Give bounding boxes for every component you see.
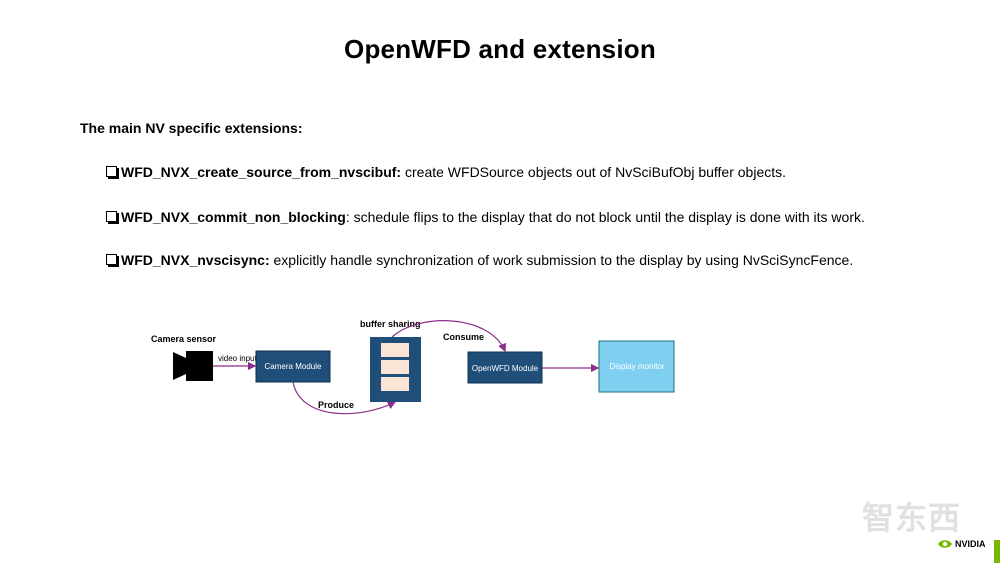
openwfd-module-label: OpenWFD Module [472, 364, 539, 373]
consume-arrow [391, 320, 507, 353]
nvidia-logo: NVIDIA [937, 537, 986, 551]
watermark: 智东西 [862, 499, 962, 537]
produce-label: Produce [318, 400, 354, 410]
produce-arrow [292, 381, 397, 415]
slide-title: OpenWFD and extension [344, 34, 656, 64]
camera-icon [173, 351, 213, 381]
buffer-sharing-label: buffer sharing [360, 319, 421, 329]
camera-sensor-label: Camera sensor [151, 334, 217, 344]
bullet-item: WFD_NVX_nvscisync: explicitly handle syn… [106, 252, 853, 268]
consume-label: Consume [443, 332, 484, 342]
brand-accent-bar [994, 540, 1000, 563]
openwfd-module-box: OpenWFD Module [467, 351, 543, 384]
checkbox-bullet-icon [106, 166, 117, 177]
extension-description: : schedule flips to the display that do … [345, 209, 865, 225]
bullet-item: WFD_NVX_commit_non_blocking: schedule fl… [106, 209, 865, 225]
checkbox-bullet-icon [106, 211, 117, 222]
video-input-label: video input [218, 354, 257, 363]
display-monitor-label: Display monitor [609, 362, 664, 371]
extension-name: WFD_NVX_create_source_from_nvscibuf: [121, 164, 402, 180]
intro-text: The main NV specific extensions: [80, 120, 303, 136]
extension-description: explicitly handle synchronization of wor… [269, 252, 854, 268]
buffer-block [370, 337, 421, 402]
extension-description: create WFDSource objects out of NvSciBuf… [401, 164, 787, 180]
extension-name: WFD_NVX_commit_non_blocking [121, 209, 346, 225]
camera-module-label: Camera Module [265, 362, 322, 371]
camera-module-box: Camera Module [255, 350, 331, 383]
nvidia-eye-icon [938, 540, 952, 548]
display-monitor-box: Display monitor [598, 340, 675, 393]
bullet-item: WFD_NVX_create_source_from_nvscibuf: cre… [106, 164, 786, 180]
checkbox-bullet-icon [106, 254, 117, 265]
nvidia-logo-text: NVIDIA [955, 539, 986, 549]
extension-name: WFD_NVX_nvscisync: [121, 252, 270, 268]
